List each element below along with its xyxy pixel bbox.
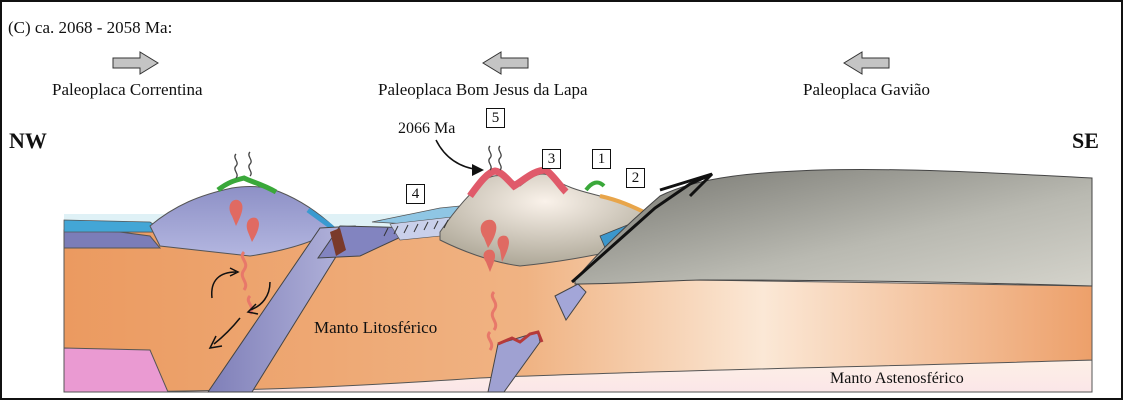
marker-5: 5	[486, 108, 505, 128]
marker-2: 2	[626, 168, 645, 188]
orientation-se: SE	[1072, 128, 1099, 154]
orientation-nw: NW	[9, 128, 47, 154]
arrow-right-icon	[113, 52, 158, 74]
plate-label-gaviao: Paleoplaca Gavião	[803, 80, 930, 100]
plate-label-correntina: Paleoplaca Correntina	[52, 80, 203, 100]
asthenospheric-mantle-label: Manto Astenosférico	[830, 370, 964, 388]
pink-block	[64, 348, 168, 392]
arc-green-cap	[586, 183, 604, 190]
marker-4: 4	[406, 184, 425, 204]
marker-3: 3	[542, 149, 561, 169]
age-pointer-head	[472, 164, 484, 176]
arrow-left-icon	[483, 52, 528, 74]
arrow-left-icon	[844, 52, 889, 74]
lithospheric-mantle-label: Manto Litosférico	[314, 318, 437, 338]
age-label: 2066 Ma	[398, 120, 455, 138]
gaviao-crust	[575, 169, 1092, 286]
panel-title: (C) ca. 2068 - 2058 Ma:	[8, 18, 172, 38]
marker-1: 1	[592, 149, 611, 169]
steam-squiggles	[235, 146, 501, 178]
plate-label-bom-jesus-da-lapa: Paleoplaca Bom Jesus da Lapa	[378, 80, 588, 100]
